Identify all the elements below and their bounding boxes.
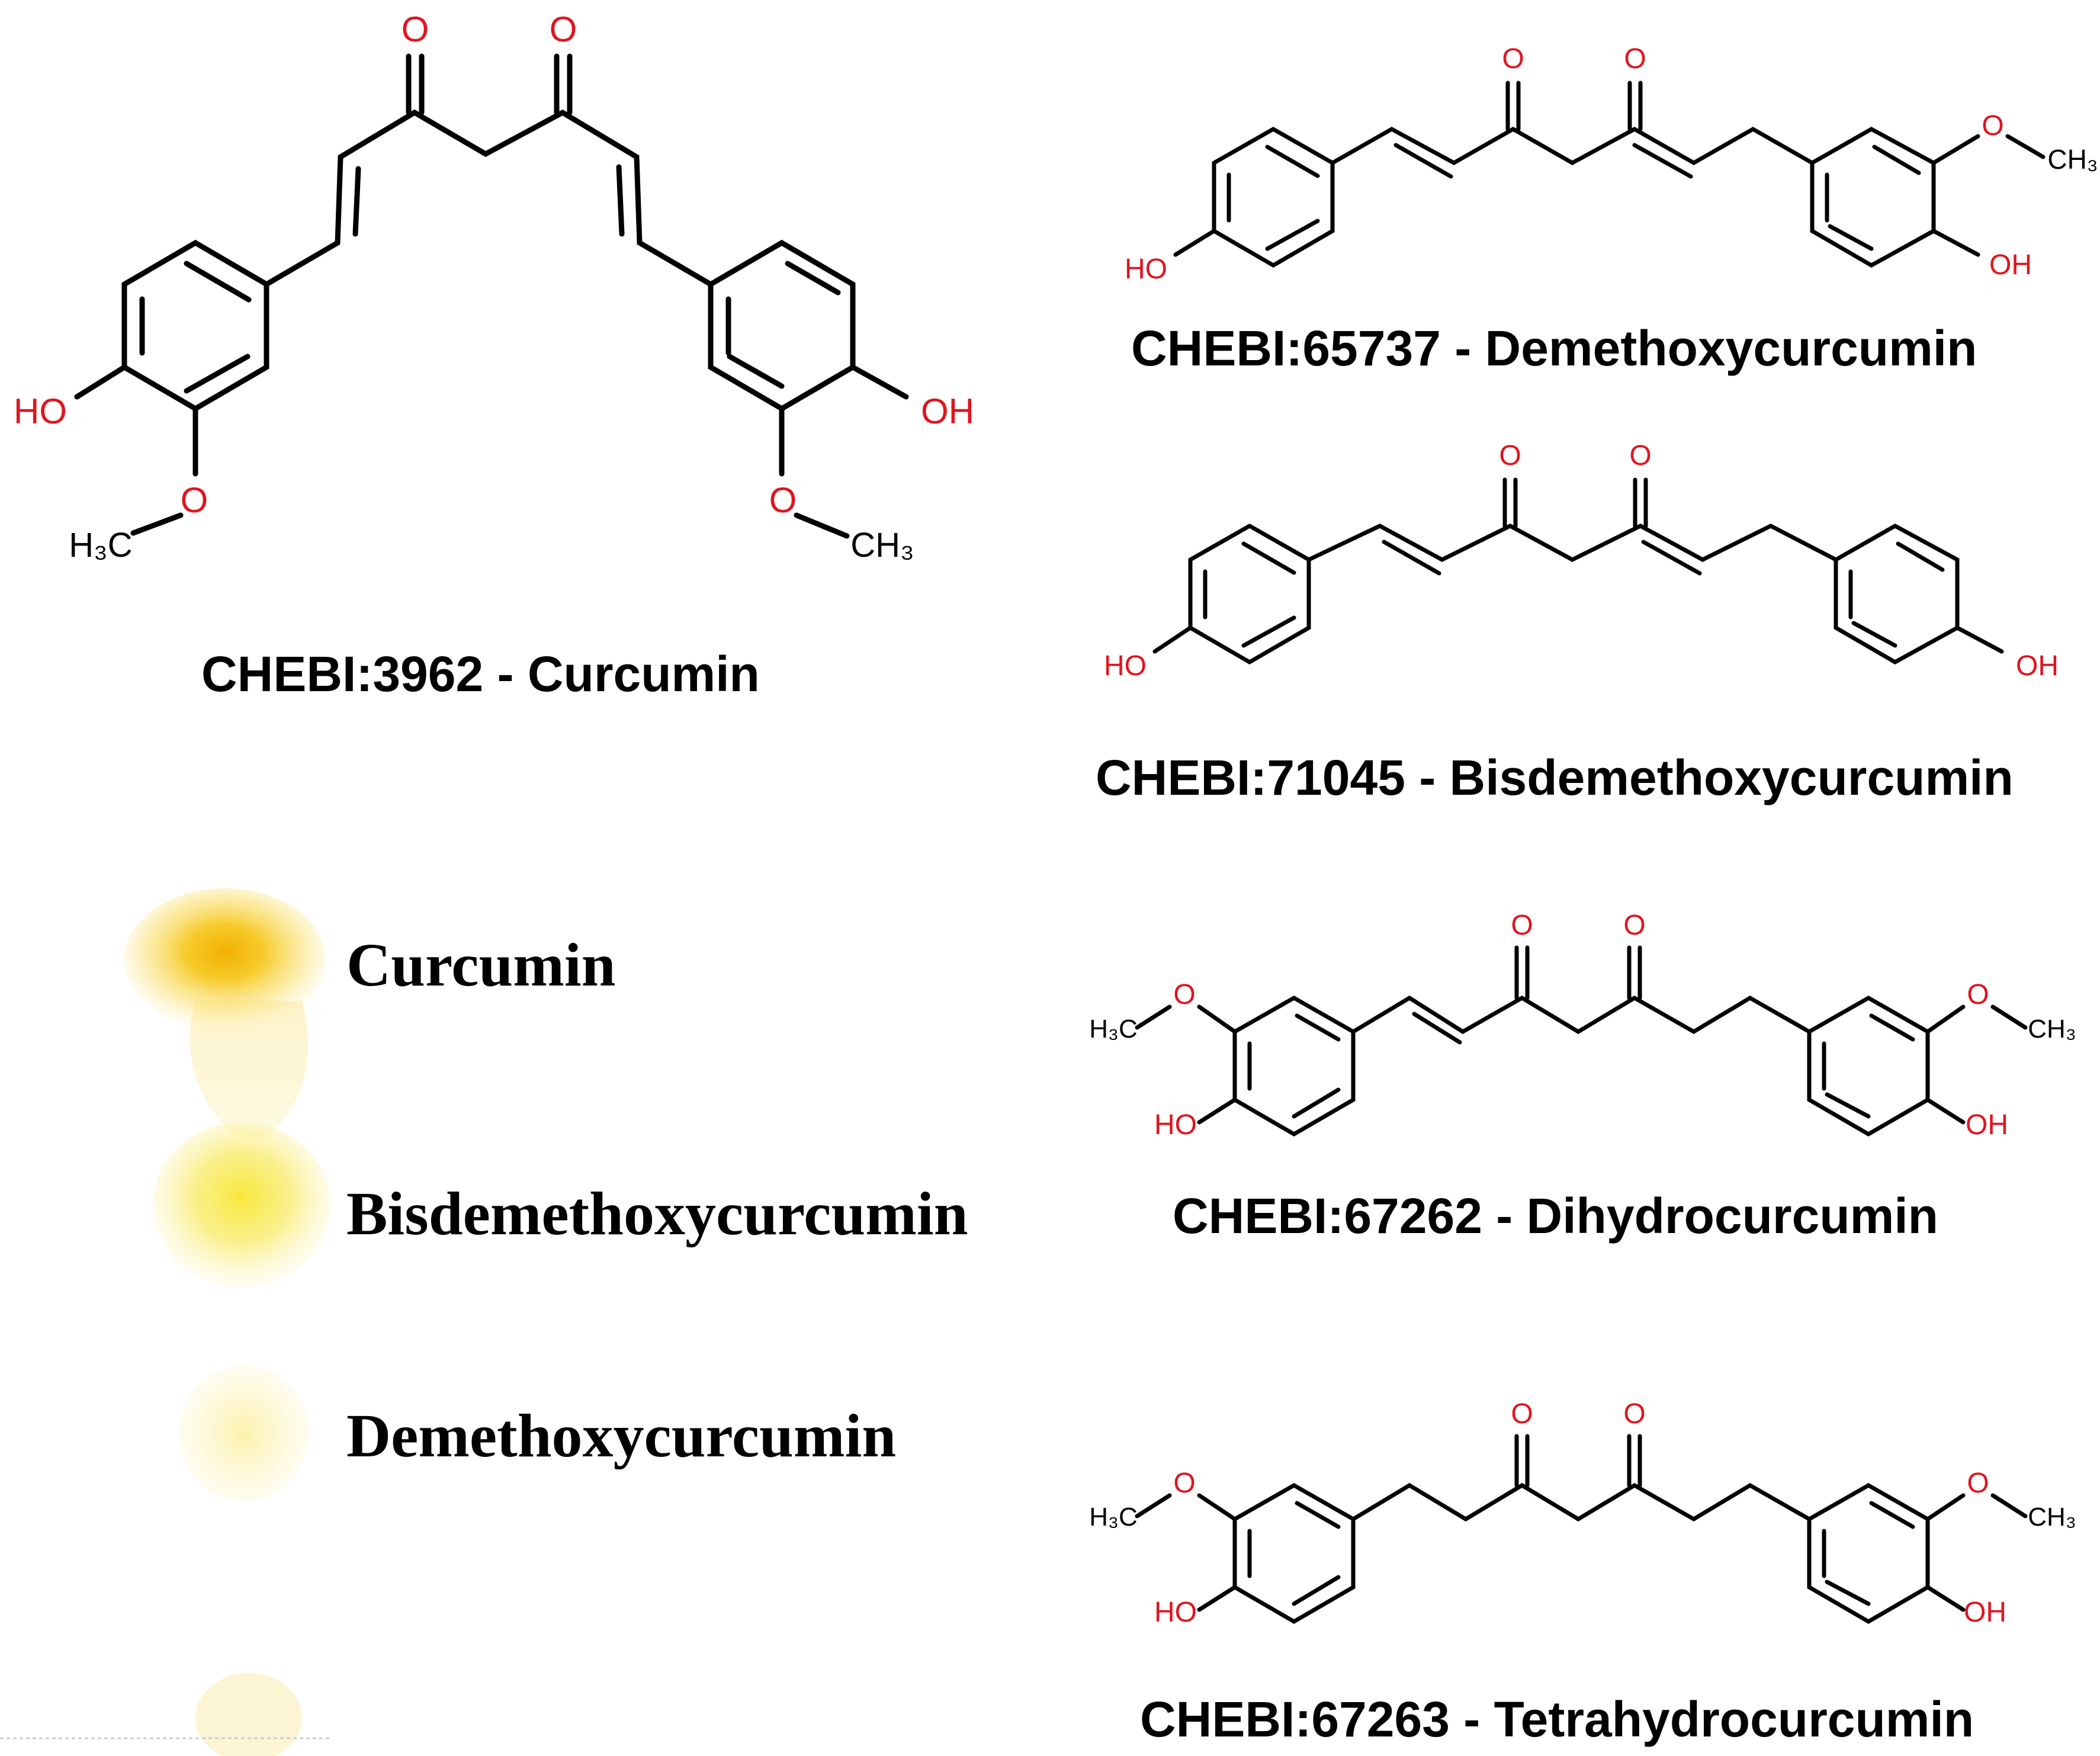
caption-demethoxycurcumin: CHEBI:65737 - Demethoxycurcumin — [1131, 320, 1977, 376]
tetrahydro-ome-left-c: H₃C — [1089, 1503, 1137, 1532]
tetrahydro-ome-right-c: CH₃ — [2028, 1503, 2076, 1532]
curcumin-ome-left-o: O — [181, 480, 208, 520]
dihydro-oh-left: HO — [1154, 1109, 1197, 1141]
tlc-spot-origin — [195, 1673, 302, 1756]
caption-tetrahydrocurcumin: CHEBI:67263 - Tetrahydrocurcumin — [1140, 1691, 1974, 1747]
demethoxy-o-right: O — [1624, 43, 1646, 75]
bisdemethoxy-oh-right: OH — [2016, 650, 2059, 682]
tetrahydro-o-right: O — [1623, 1398, 1645, 1430]
curcumin-oh-right: OH — [921, 391, 974, 431]
structure-bisdemethoxycurcumin — [1152, 477, 2004, 665]
dihydro-ome-right-c: CH₃ — [2028, 1015, 2076, 1044]
tlc-label-demethoxycurcumin: Demethoxycurcumin — [346, 1402, 897, 1470]
tlc-spot-demethoxycurcumin — [179, 1365, 309, 1501]
curcumin-ome-right-o: O — [769, 480, 797, 520]
curcumin-o-right: O — [550, 9, 577, 49]
caption-bisdemethoxycurcumin: CHEBI:71045 - Bisdemethoxycurcumin — [1096, 750, 2014, 805]
structure-demethoxycurcumin — [1173, 81, 2046, 268]
bisdemethoxy-o-left: O — [1499, 440, 1521, 471]
demethoxy-oh-right: OH — [1989, 249, 2032, 281]
dihydro-ome-right-o: O — [1967, 979, 1989, 1010]
tlc-label-bisdemethoxycurcumin: Bisdemethoxycurcumin — [346, 1180, 968, 1248]
tetrahydro-oh-left: HO — [1154, 1597, 1197, 1628]
demethoxy-oh-left: HO — [1125, 253, 1167, 285]
caption-curcumin: CHEBI:3962 - Curcumin — [201, 646, 760, 702]
structure-tetrahydrocurcumin — [1135, 1434, 2028, 1625]
curcumin-ome-right-c: CH₃ — [850, 526, 914, 564]
demethoxy-ome-c: CH₃ — [2047, 144, 2098, 175]
tetrahydro-o-left: O — [1511, 1398, 1533, 1430]
demethoxy-ome-o: O — [1982, 110, 2003, 142]
tetrahydro-ome-right-o: O — [1967, 1468, 1989, 1499]
curcumin-o-left: O — [402, 9, 429, 49]
dihydro-o-right: O — [1623, 910, 1645, 941]
tlc-spot-curcumin — [124, 888, 326, 1031]
dihydro-ome-left-c: H₃C — [1089, 1015, 1137, 1044]
tlc-plate — [0, 888, 332, 1756]
bisdemethoxy-oh-left: HO — [1104, 650, 1147, 682]
caption-dihydrocurcumin: CHEBI:67262 - Dihydrocurcumin — [1173, 1188, 1938, 1244]
tlc-label-curcumin: Curcumin — [346, 931, 616, 999]
dihydro-o-left: O — [1511, 910, 1533, 941]
bisdemethoxy-o-right: O — [1629, 440, 1651, 471]
tlc-spot-bisdemethoxycurcumin — [153, 1122, 330, 1288]
tetrahydro-oh-right: OH — [1964, 1597, 2006, 1628]
dihydro-oh-right: OH — [1966, 1109, 2008, 1141]
demethoxy-o-left: O — [1502, 43, 1524, 75]
dihydro-ome-left-o: O — [1173, 979, 1195, 1010]
structure-curcumin — [74, 53, 909, 539]
tetrahydro-ome-left-o: O — [1173, 1468, 1195, 1499]
structure-dihydrocurcumin — [1135, 945, 2028, 1137]
curcumin-oh-left: HO — [14, 391, 67, 431]
curcumin-ome-left-c: H₃C — [69, 526, 132, 564]
